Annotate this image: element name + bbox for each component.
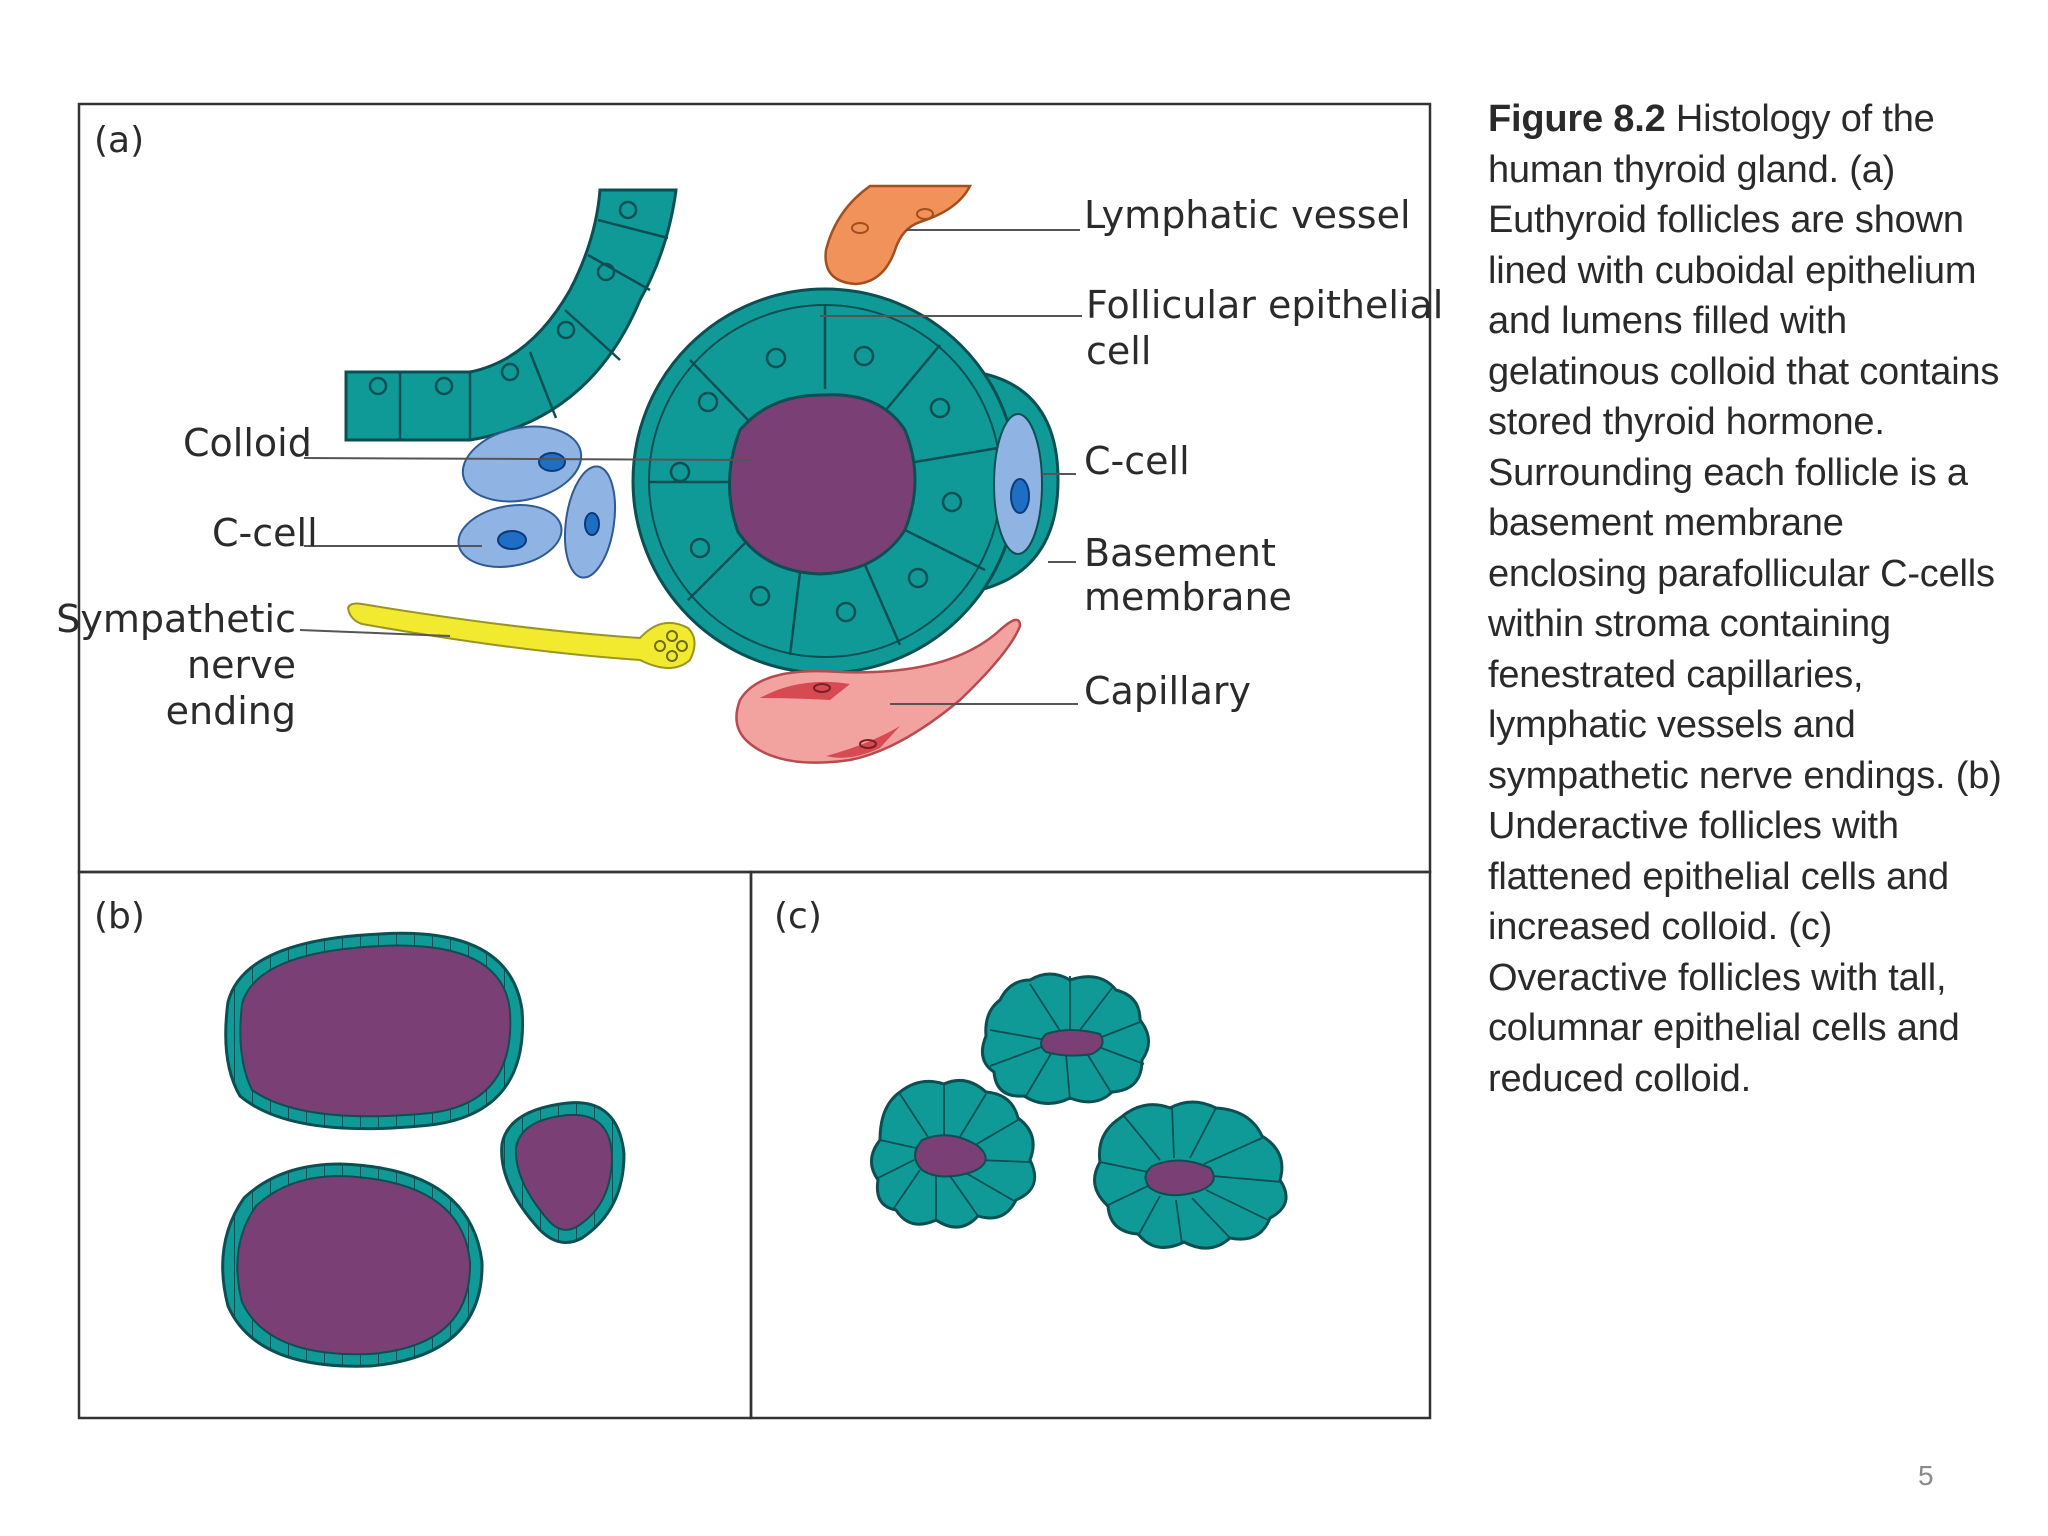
follicular-cell-boundaries xyxy=(650,305,999,656)
neighbouring-follicle-strip xyxy=(344,188,678,442)
label-lymphatic-vessel: Lymphatic vessel xyxy=(1084,193,1411,237)
panel-frames xyxy=(77,102,1432,1420)
lymphatic-vessel xyxy=(824,184,973,286)
overactive-follicles xyxy=(870,972,1288,1250)
panel-c-label: (c) xyxy=(774,896,822,937)
label-basement-membrane-line1: Basement xyxy=(1084,531,1276,575)
overactive-follicle-3 xyxy=(1093,1100,1288,1250)
panel-a-label: (a) xyxy=(94,120,144,161)
label-c-cell-left: C-cell xyxy=(212,511,318,555)
c-cell-nucleus xyxy=(1010,478,1030,514)
label-c-cell-right: C-cell xyxy=(1084,439,1190,483)
stromal-c-cells xyxy=(457,425,617,579)
label-follicular-epithelial-line1: Follicular epithelial xyxy=(1086,283,1443,327)
underactive-follicles xyxy=(221,931,626,1368)
panel-c-frame xyxy=(749,870,1432,1420)
underactive-follicle-1 xyxy=(224,931,525,1131)
figure-caption-text: Histology of the human thyroid gland. (a… xyxy=(1488,98,2002,1100)
figure-caption: Figure 8.2 Histology of the human thyroi… xyxy=(1488,94,2008,1104)
page-number: 5 xyxy=(1918,1460,1934,1491)
underactive-follicle-3 xyxy=(500,1101,626,1244)
leader-lines xyxy=(299,229,1082,705)
figure-caption-label: Figure 8.2 xyxy=(1488,98,1666,140)
follicular-cell-nuclei xyxy=(669,345,963,623)
underactive-follicle-2 xyxy=(221,1162,484,1368)
colloid-lumen xyxy=(727,393,917,576)
overactive-follicle-2 xyxy=(870,1078,1037,1229)
sympathetic-nerve-ending xyxy=(346,602,696,669)
capillary xyxy=(735,618,1022,764)
label-sympathetic-line2: nerve xyxy=(187,643,296,687)
overactive-follicle-1 xyxy=(980,972,1150,1105)
panel-b-label: (b) xyxy=(94,896,145,937)
label-sympathetic-line3: ending xyxy=(166,689,296,733)
label-capillary: Capillary xyxy=(1084,669,1251,713)
label-follicular-epithelial-line2: cell xyxy=(1086,329,1151,373)
label-basement-membrane-line2: membrane xyxy=(1084,575,1292,619)
label-colloid: Colloid xyxy=(183,421,312,465)
euthyroid-follicle xyxy=(631,287,1060,675)
label-sympathetic-line1: Sympathetic xyxy=(56,597,296,641)
